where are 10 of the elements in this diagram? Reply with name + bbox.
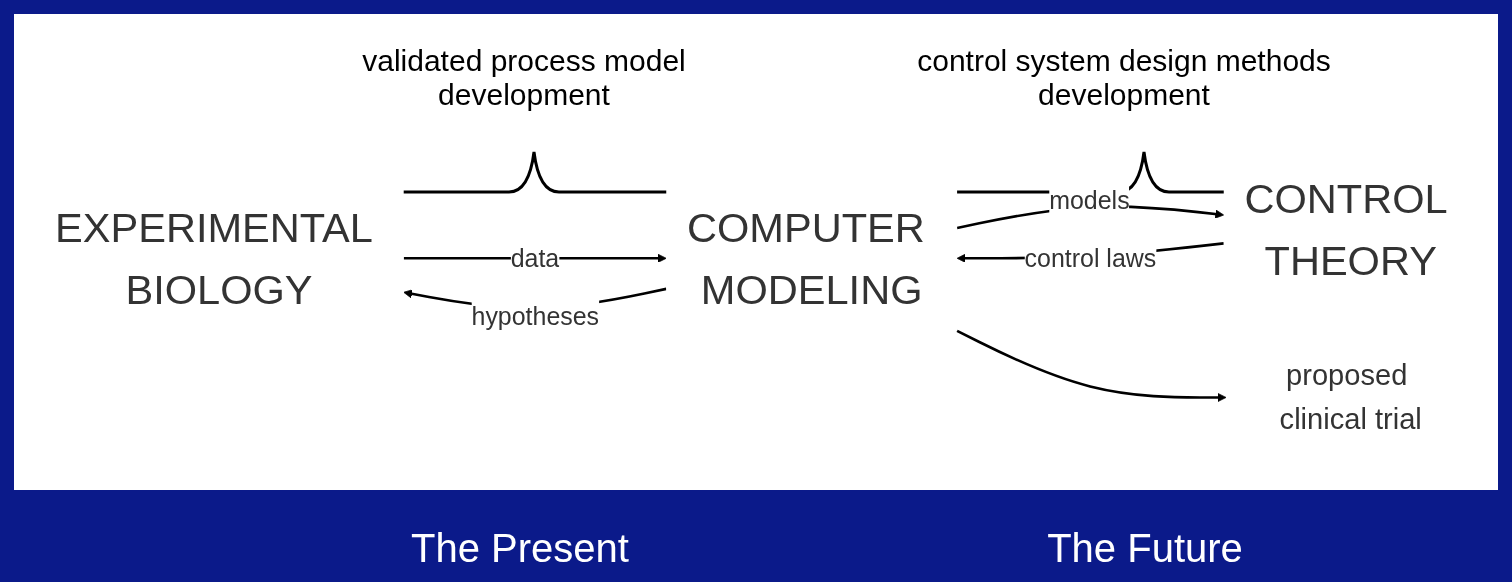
edge-label: control laws	[1024, 243, 1157, 272]
node-text: proposed clinical trial	[1279, 359, 1422, 435]
bracket-caption: control system design methods development	[916, 44, 1332, 112]
arrow	[956, 329, 1227, 403]
period-caption: The Present	[410, 526, 630, 571]
edge-label: hypotheses	[471, 301, 600, 330]
period-caption: The Future	[1046, 526, 1244, 571]
bracket-caption: validated process model development	[361, 44, 687, 112]
edge-label: models	[1049, 185, 1130, 214]
edge-label: data	[510, 243, 560, 272]
